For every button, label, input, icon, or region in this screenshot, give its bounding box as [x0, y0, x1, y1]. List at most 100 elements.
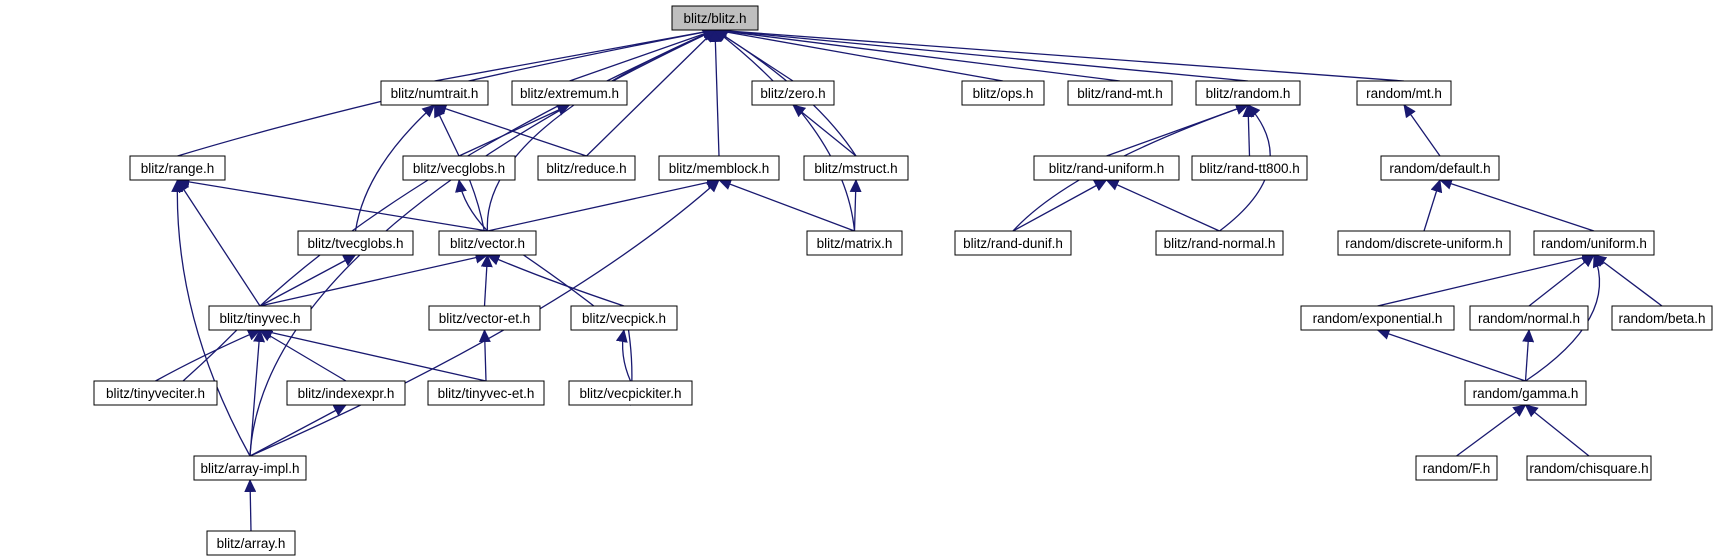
edge-vector-to-range	[176, 176, 488, 232]
node-range[interactable]: blitz/range.h	[129, 155, 226, 181]
edge-memblock-to-blitz_h	[709, 29, 722, 157]
node-blitz_h[interactable]: blitz/blitz.h	[671, 5, 759, 31]
node-chisquare[interactable]: random/chisquare.h	[1526, 455, 1652, 481]
edge-gamma-to-exponential	[1376, 328, 1526, 382]
edge-chisquare-to-gamma	[1524, 404, 1590, 457]
node-label: blitz/tinyvec.h	[219, 311, 300, 326]
edge-vecpickiter-to-vecpick	[615, 329, 632, 382]
node-random[interactable]: blitz/random.h	[1195, 80, 1301, 106]
node-box	[1337, 230, 1511, 256]
edge-F-to-gamma	[1456, 404, 1527, 457]
node-box	[537, 155, 636, 181]
node-label: blitz/numtrait.h	[391, 86, 479, 101]
node-label: blitz/indexexpr.h	[298, 386, 395, 401]
node-label: random/chisquare.h	[1529, 461, 1648, 476]
node-label: random/discrete-uniform.h	[1345, 236, 1503, 251]
node-vector[interactable]: blitz/vector.h	[438, 230, 537, 256]
node-box	[1469, 305, 1589, 331]
node-label: blitz/zero.h	[760, 86, 825, 101]
node-F[interactable]: random/F.h	[1415, 455, 1498, 481]
edge-array-to-arrayimpl	[244, 479, 257, 532]
edge-indexexpr-to-tinyvec	[259, 329, 347, 382]
node-matrix[interactable]: blitz/matrix.h	[806, 230, 903, 256]
node-box	[1195, 80, 1301, 106]
node-vecglobs[interactable]: blitz/vecglobs.h	[402, 155, 516, 181]
node-label: blitz/rand-normal.h	[1164, 236, 1276, 251]
node-reduce[interactable]: blitz/reduce.h	[537, 155, 636, 181]
node-mt[interactable]: random/mt.h	[1356, 80, 1452, 106]
node-default[interactable]: random/default.h	[1380, 155, 1500, 181]
node-label: random/gamma.h	[1473, 386, 1579, 401]
edge-vector-to-blitz_h	[486, 29, 716, 232]
node-box	[193, 455, 307, 481]
edge-tvecglobs-to-numtrait	[354, 104, 436, 232]
node-label: random/normal.h	[1478, 311, 1580, 326]
node-normal[interactable]: random/normal.h	[1469, 305, 1589, 331]
edge-tinyvecet-to-vectoret	[478, 329, 491, 382]
node-box	[1526, 455, 1652, 481]
node-tinyvec[interactable]: blitz/tinyvec.h	[208, 305, 312, 331]
node-extremum[interactable]: blitz/extremum.h	[511, 80, 628, 106]
node-zero[interactable]: blitz/zero.h	[751, 80, 835, 106]
edge-gamma-to-normal	[1522, 329, 1535, 382]
node-memblock[interactable]: blitz/memblock.h	[658, 155, 780, 181]
node-tinyvecet[interactable]: blitz/tinyvec-et.h	[427, 380, 545, 406]
edge-vector-to-memblock	[487, 176, 720, 232]
node-randuniform[interactable]: blitz/rand-uniform.h	[1033, 155, 1180, 181]
node-tinyveciter[interactable]: blitz/tinyveciter.h	[93, 380, 218, 406]
edge-tinyvec-to-tvecglobs	[259, 254, 357, 307]
edge-randnormal-to-randuniform	[1105, 179, 1220, 232]
node-label: blitz/vecpick.h	[582, 311, 666, 326]
node-label: blitz/vecglobs.h	[413, 161, 505, 176]
node-label: blitz/matrix.h	[817, 236, 893, 251]
node-box	[511, 80, 628, 106]
node-box	[428, 305, 541, 331]
node-vecpick[interactable]: blitz/vecpick.h	[570, 305, 678, 331]
node-numtrait[interactable]: blitz/numtrait.h	[380, 80, 489, 106]
edge-tinyvec-to-vector	[259, 251, 489, 307]
node-randtt800[interactable]: blitz/rand-tt800.h	[1191, 155, 1308, 181]
edge-tinyveciter-to-tinyvec	[155, 329, 261, 382]
node-randdunif[interactable]: blitz/rand-dunif.h	[954, 230, 1072, 256]
node-vecpickiter[interactable]: blitz/vecpickiter.h	[568, 380, 693, 406]
node-box	[1191, 155, 1308, 181]
node-gamma[interactable]: random/gamma.h	[1464, 380, 1587, 406]
node-randmt[interactable]: blitz/rand-mt.h	[1067, 80, 1173, 106]
node-ops[interactable]: blitz/ops.h	[961, 80, 1045, 106]
node-box	[658, 155, 780, 181]
node-box	[961, 80, 1045, 106]
edge-arrayimpl-to-tinyvec	[249, 329, 266, 457]
node-label: blitz/blitz.h	[683, 11, 746, 26]
node-indexexpr[interactable]: blitz/indexexpr.h	[286, 380, 406, 406]
edge-tinyvec-to-range	[176, 179, 261, 307]
node-box	[671, 5, 759, 31]
node-discreteuniform[interactable]: random/discrete-uniform.h	[1337, 230, 1511, 256]
node-box	[568, 380, 693, 406]
node-box	[751, 80, 835, 106]
edge-randtt800-to-random	[1242, 104, 1255, 157]
node-box	[954, 230, 1072, 256]
edge-matrix-to-mstruct	[849, 179, 862, 232]
node-array[interactable]: blitz/array.h	[206, 530, 296, 556]
node-vectoret[interactable]: blitz/vector-et.h	[428, 305, 541, 331]
edge-ops-to-blitz_h	[714, 26, 1004, 82]
edge-exponential-to-uniform	[1377, 251, 1595, 307]
node-arrayimpl[interactable]: blitz/array-impl.h	[193, 455, 307, 481]
node-box	[129, 155, 226, 181]
node-beta[interactable]: random/beta.h	[1611, 305, 1713, 331]
node-box	[806, 230, 903, 256]
node-label: random/beta.h	[1618, 311, 1705, 326]
edge-uniform-to-default	[1439, 178, 1595, 232]
node-randnormal[interactable]: blitz/rand-normal.h	[1155, 230, 1284, 256]
node-tvecglobs[interactable]: blitz/tvecglobs.h	[297, 230, 414, 256]
node-mstruct[interactable]: blitz/mstruct.h	[803, 155, 909, 181]
edge-randdunif-to-randuniform	[1012, 179, 1108, 232]
node-uniform[interactable]: random/uniform.h	[1533, 230, 1655, 256]
node-label: blitz/memblock.h	[669, 161, 770, 176]
edge-vecpick-to-vector	[486, 254, 625, 307]
node-exponential[interactable]: random/exponential.h	[1300, 305, 1455, 331]
node-label: blitz/reduce.h	[546, 161, 626, 176]
node-box	[1533, 230, 1655, 256]
node-label: blitz/array-impl.h	[200, 461, 299, 476]
